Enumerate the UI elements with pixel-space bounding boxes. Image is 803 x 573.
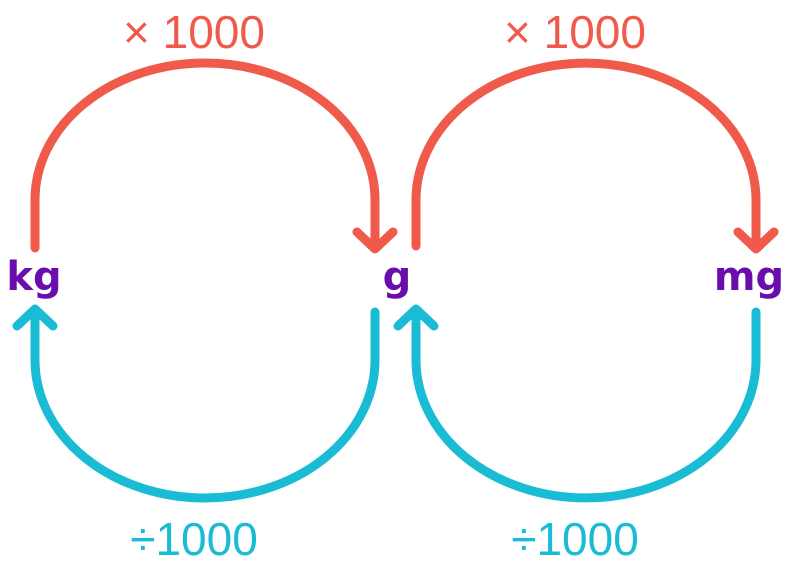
label-g-to-mg: × 1000 bbox=[504, 6, 646, 58]
unit-g: g bbox=[383, 254, 412, 300]
unit-kg: kg bbox=[6, 254, 61, 300]
label-g-to-kg: ÷1000 bbox=[130, 513, 258, 565]
arrow-g-to-kg bbox=[12, 304, 380, 503]
unit-mg: mg bbox=[714, 254, 784, 300]
label-kg-to-g: × 1000 bbox=[123, 6, 265, 58]
label-mg-to-g: ÷1000 bbox=[511, 513, 639, 565]
arrow-mg-to-g bbox=[393, 304, 761, 503]
arrow-g-to-mg bbox=[411, 58, 779, 254]
arrow-kg-to-g bbox=[30, 58, 398, 254]
